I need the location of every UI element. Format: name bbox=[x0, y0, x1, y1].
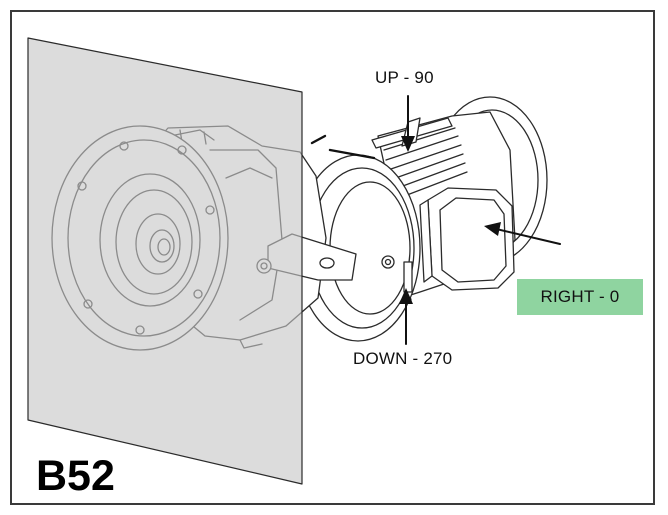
arrow-up bbox=[401, 95, 415, 152]
wall-panel bbox=[27, 37, 303, 485]
reference-dashes bbox=[310, 134, 376, 160]
label-right: RIGHT - 0 bbox=[517, 279, 643, 315]
label-down: DOWN - 270 bbox=[353, 349, 453, 368]
terminal-box bbox=[419, 187, 515, 291]
label-up: UP - 90 bbox=[375, 68, 434, 87]
arrow-down bbox=[399, 288, 413, 345]
diagram-frame bbox=[10, 10, 655, 505]
view-code: B52 bbox=[36, 452, 115, 500]
arrow-right bbox=[484, 222, 561, 245]
